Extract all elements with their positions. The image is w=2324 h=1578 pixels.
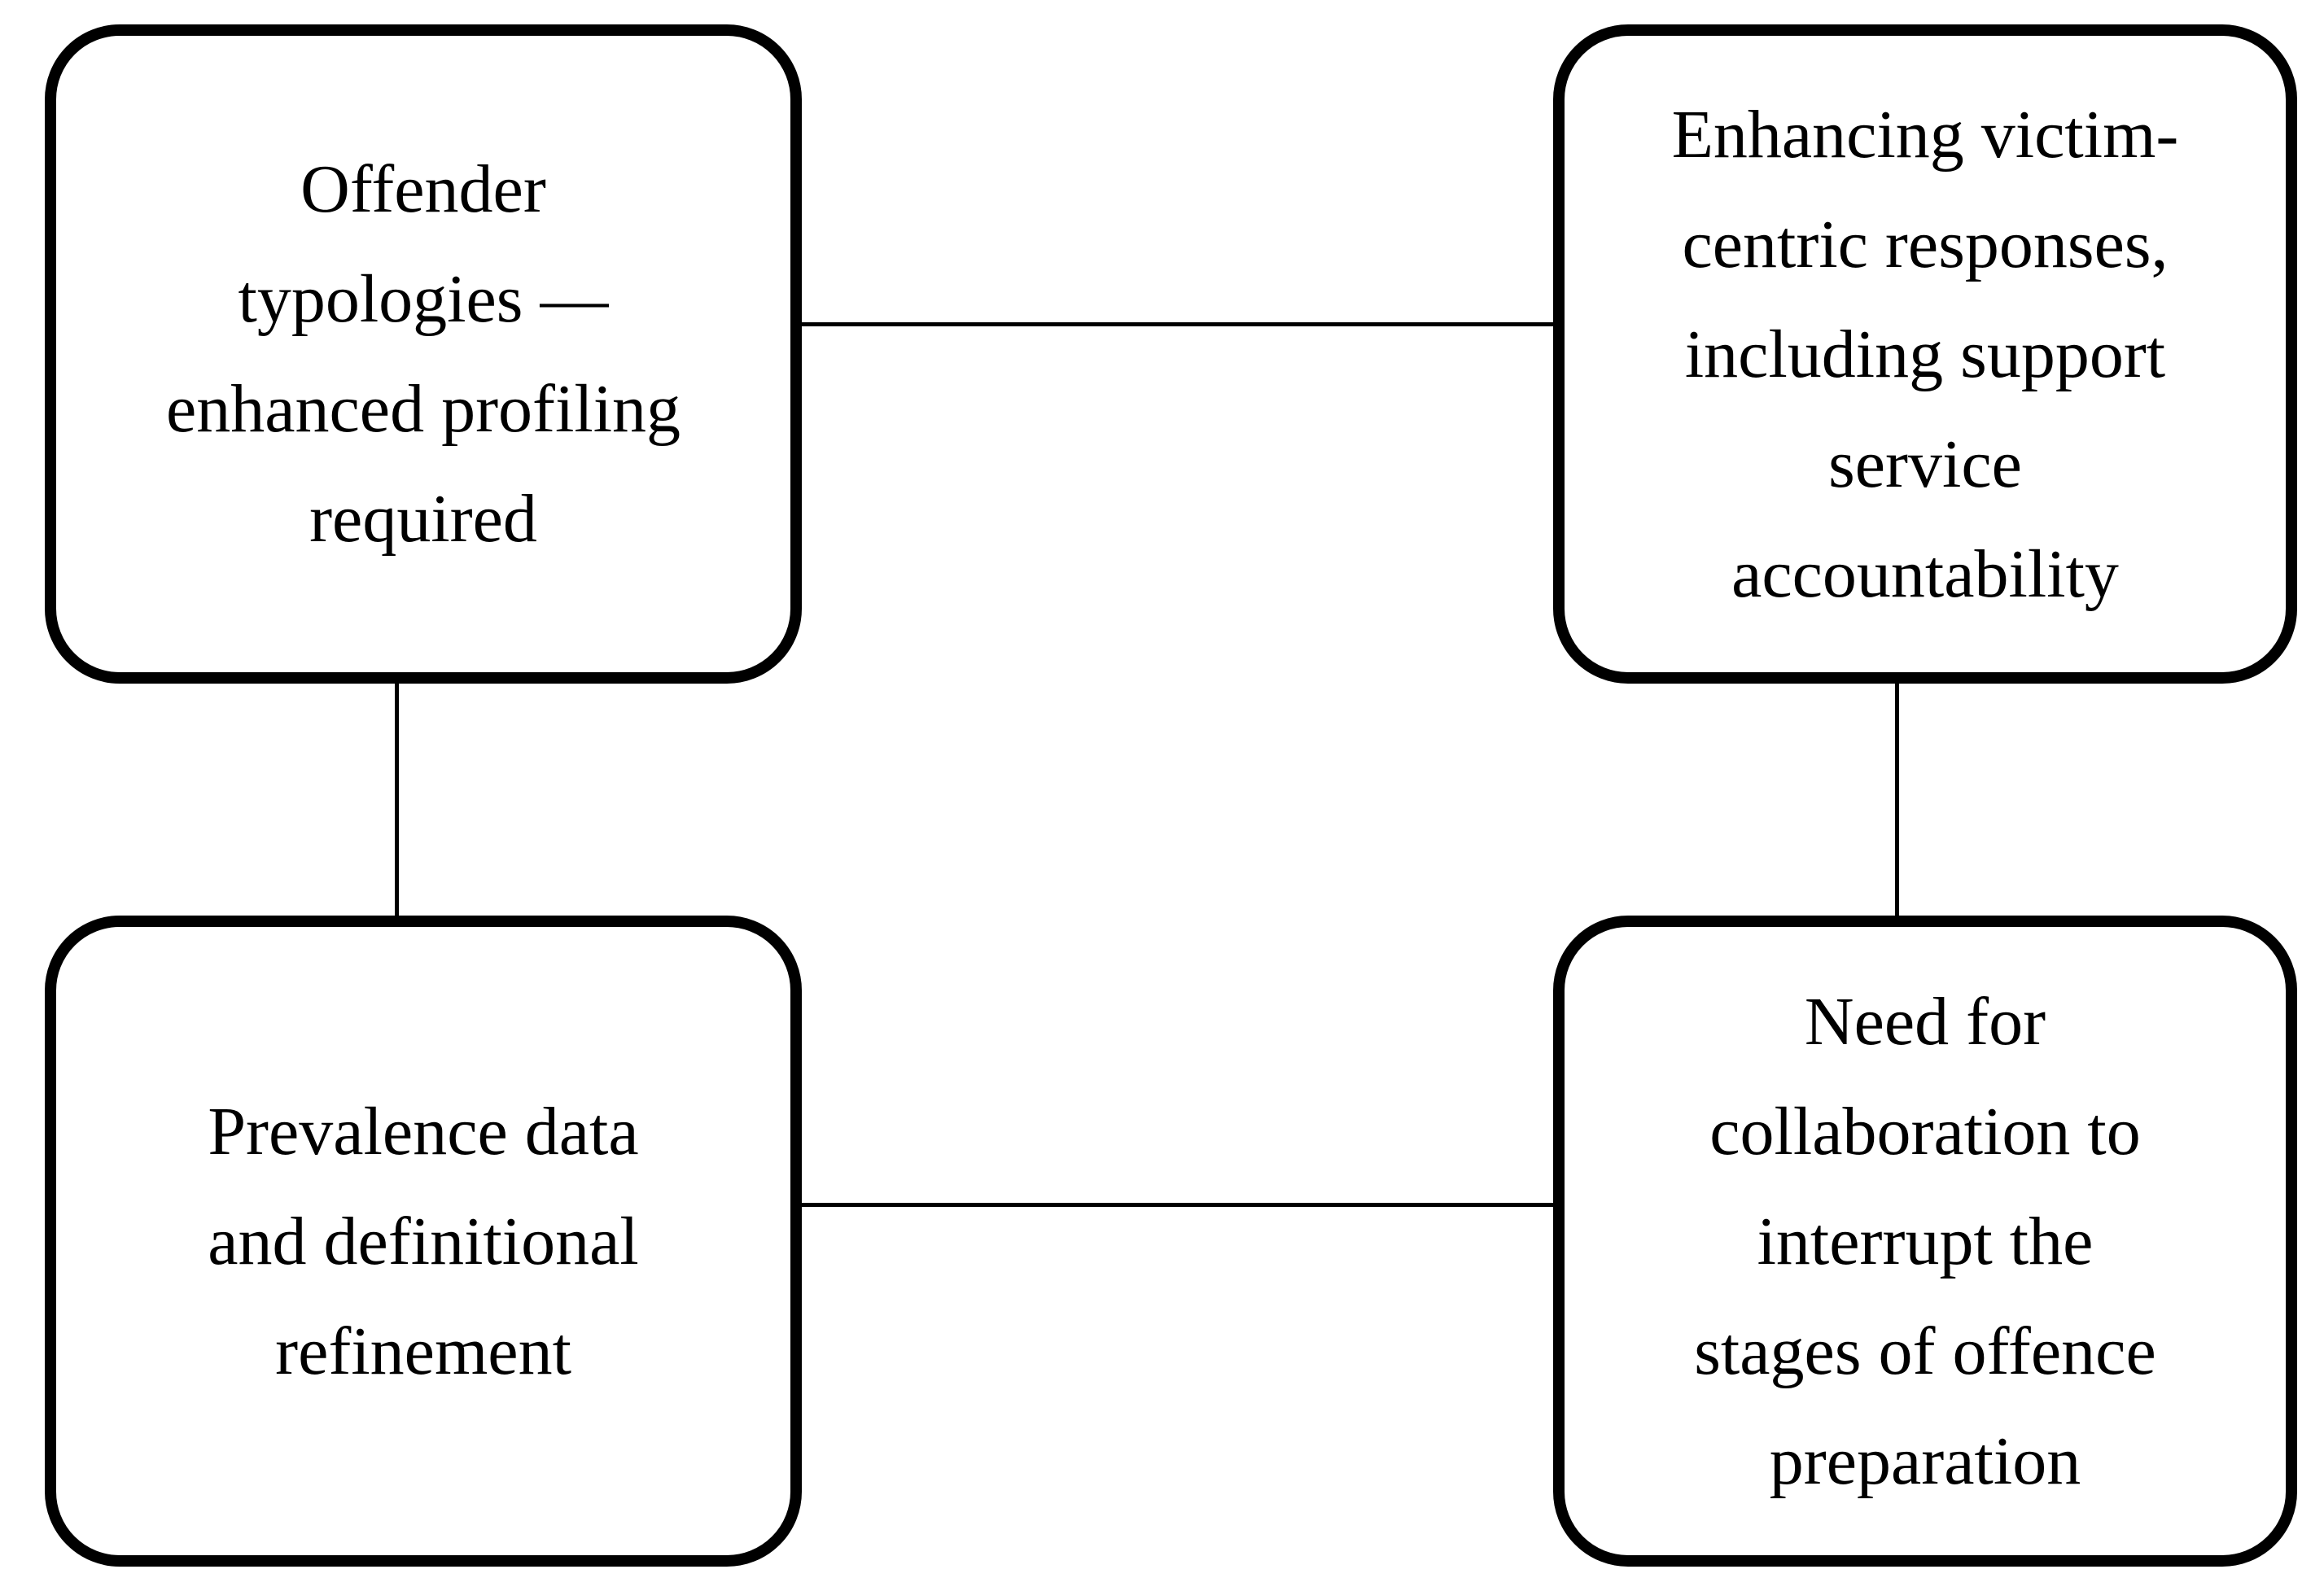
node-text-line: Offender	[300, 151, 546, 227]
node-text-line: Prevalence data	[208, 1093, 639, 1169]
node-victim-centric-responses: Enhancing victim- centric responses, inc…	[1553, 24, 2297, 684]
connector-line-top	[802, 322, 1553, 326]
node-text-line: and definitional	[208, 1203, 639, 1279]
node-text-line: accountability	[1731, 535, 2119, 612]
connector-line-left	[395, 684, 399, 916]
connector-line-right	[1895, 684, 1899, 916]
node-text-line: collaboration to	[1709, 1093, 2141, 1169]
node-text-line: service	[1828, 426, 2022, 502]
node-text-line: refinement	[275, 1313, 571, 1389]
node-text-line: Need for	[1804, 983, 2046, 1060]
node-text-line: typologies —	[238, 261, 609, 337]
node-text-line: Enhancing victim-	[1671, 96, 2179, 173]
node-text-line: stages of offence	[1694, 1313, 2156, 1389]
node-text-line: including support	[1684, 316, 2166, 392]
node-text-line: enhanced profiling	[165, 371, 681, 447]
node-offender-typologies: Offender typologies — enhanced profiling…	[45, 24, 802, 684]
connector-line-bottom	[802, 1203, 1553, 1207]
node-collaboration-interrupt: Need for collaboration to interrupt the …	[1553, 916, 2297, 1567]
node-text-line: required	[309, 481, 537, 557]
node-text-line: interrupt the	[1757, 1203, 2094, 1279]
node-text-line: preparation	[1769, 1423, 2081, 1499]
node-prevalence-data: Prevalence data and definitional refinem…	[45, 916, 802, 1567]
node-text-line: centric responses,	[1682, 206, 2169, 282]
